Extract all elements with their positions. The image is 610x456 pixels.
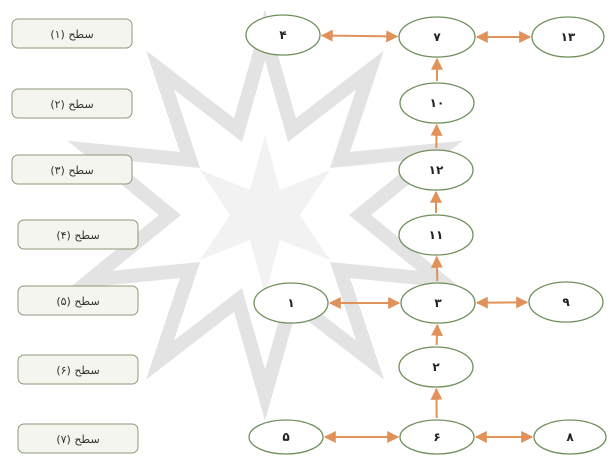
node-8: ۸: [533, 419, 607, 455]
node-2: ۲: [398, 346, 474, 388]
node-label: ۴: [279, 28, 286, 42]
level-label-text: سطح (۴): [56, 229, 99, 242]
edge-2-3-arrow: [430, 323, 443, 346]
node-label: ۱۲: [429, 163, 444, 177]
node-label: ۱۱: [429, 228, 444, 242]
node-label: ۱: [287, 296, 294, 310]
node-9: ۹: [528, 281, 604, 323]
level-label-1: سطح (۱): [11, 18, 133, 49]
node-label: ۸: [566, 430, 574, 444]
node-11: ۱۱: [398, 214, 474, 256]
level-label-text: سطح (۱): [50, 28, 93, 41]
node-label: ۱۳: [561, 30, 576, 44]
level-label-7: سطح (۷): [17, 423, 139, 454]
node-7: ۷: [398, 16, 476, 58]
level-label-2: سطح (۲): [11, 88, 133, 119]
level-label-5: سطح (۵): [17, 285, 139, 316]
node-12: ۱۲: [398, 149, 474, 191]
node-1: ۱: [253, 282, 329, 324]
node-3: ۳: [400, 282, 476, 324]
level-label-6: سطح (۶): [17, 354, 139, 385]
node-label: ۳: [434, 296, 442, 310]
level-label-4: سطح (۴): [17, 219, 139, 250]
node-4: ۴: [245, 14, 321, 56]
node-5: ۵: [248, 419, 324, 455]
level-label-text: سطح (۵): [56, 295, 99, 308]
node-6: ۶: [399, 419, 475, 455]
node-label: ۱۰: [430, 96, 445, 110]
node-label: ۵: [282, 430, 289, 444]
node-10: ۱۰: [399, 82, 475, 124]
node-13: ۱۳: [531, 16, 605, 58]
node-label: ۶: [433, 430, 440, 444]
level-label-3: سطح (۳): [11, 154, 133, 185]
level-label-text: سطح (۶): [56, 364, 99, 377]
node-label: ۲: [432, 360, 440, 374]
watermark-emblem: [67, 9, 463, 421]
level-label-text: سطح (۷): [56, 433, 99, 446]
level-label-text: سطح (۲): [50, 98, 93, 111]
node-label: ۷: [433, 30, 441, 44]
edge-3-11-arrow: [430, 255, 443, 282]
edge-4-7-arrow: [320, 29, 399, 43]
node-label: ۹: [562, 295, 570, 309]
level-label-text: سطح (۳): [50, 164, 93, 177]
